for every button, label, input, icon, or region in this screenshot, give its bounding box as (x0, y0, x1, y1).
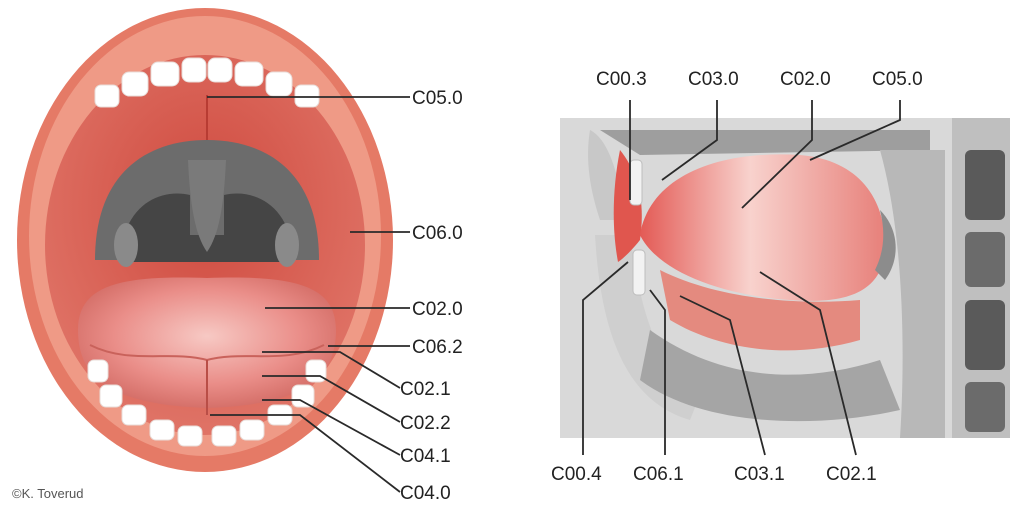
left-label-5: C02.1 (400, 379, 451, 400)
vertebra-4 (965, 382, 1005, 432)
right-tonsil (275, 223, 299, 267)
upper-incisor (630, 160, 642, 205)
right-bottom-label-2: C06.1 (633, 464, 684, 485)
credit-text: ©K. Toverud (12, 486, 84, 501)
right-top-labels: C00.3 C03.0 C02.0 C05.0 (596, 69, 923, 90)
left-label-4: C06.2 (412, 337, 463, 358)
right-top-label-4: C05.0 (872, 69, 923, 90)
left-label-2: C06.0 (412, 223, 463, 244)
left-label-7: C04.1 (400, 446, 451, 467)
right-bottom-label-4: C02.1 (826, 464, 877, 485)
left-labels: C05.0 C06.0 C02.0 C06.2 C02.1 C02.2 C04.… (400, 88, 463, 504)
right-bottom-label-3: C03.1 (734, 464, 785, 485)
right-bottom-label-1: C00.4 (551, 464, 602, 485)
left-label-6: C02.2 (400, 413, 451, 434)
left-label-1: C05.0 (412, 88, 463, 109)
left-label-8: C04.0 (400, 483, 451, 504)
lower-incisor (633, 250, 645, 295)
right-top-label-1: C00.3 (596, 69, 647, 90)
vertebra-3 (965, 300, 1005, 370)
right-top-label-2: C03.0 (688, 69, 739, 90)
right-top-label-3: C02.0 (780, 69, 831, 90)
vertebra-1 (965, 150, 1005, 220)
left-tonsil (114, 223, 138, 267)
left-label-3: C02.0 (412, 299, 463, 320)
open-mouth-illustration (17, 8, 393, 472)
vertebra-2 (965, 232, 1005, 287)
right-bottom-labels: C00.4 C06.1 C03.1 C02.1 (551, 464, 877, 485)
